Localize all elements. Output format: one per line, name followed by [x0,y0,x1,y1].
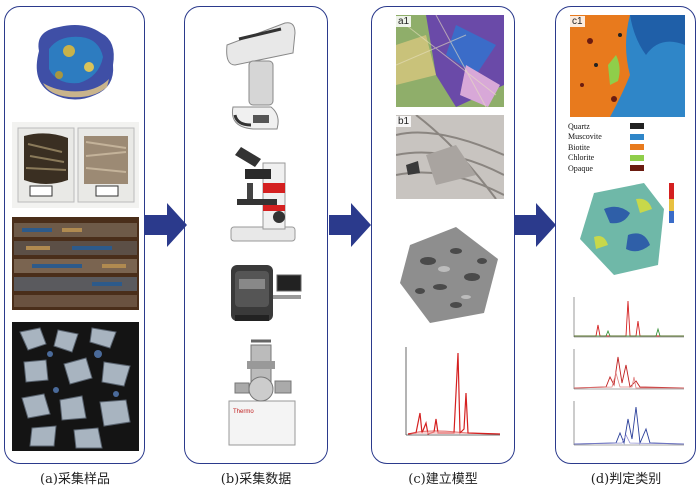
micrograph-b1 [396,115,504,199]
handheld-xrf-analyzer-icon [226,22,296,130]
thin-section-slides-photo [12,122,139,208]
arrow-right-icon [514,203,556,247]
legend-item-chlorite: Chlorite [568,153,644,164]
image-tag-c1: c1 [570,16,585,27]
3d-classified-model [580,183,674,275]
mineral-phase-map-c1 [570,15,685,117]
image-tag-b1: b1 [396,116,412,127]
spectrometer-system-icon: Thermo [228,339,296,446]
caption-classify: (d)判定类别 [590,472,662,487]
svg-text:Thermo: Thermo [233,409,254,415]
legend-swatch [630,144,644,151]
mineral-legend: Quartz Muscovite Biotite Chlorite Opaque [568,121,644,174]
legend-swatch [630,133,644,140]
legend-swatch [630,123,644,130]
spectrum-chart-3 [573,401,685,446]
polarized-micrograph-a1 [396,15,504,107]
3d-mineral-model [400,227,498,323]
panel-classify: c1 Quartz Muscovite Biotite Chlorite Opa… [555,6,696,464]
spectrum-chart-2 [573,349,685,390]
legend-swatch [630,165,644,172]
mineral-rock-photo [36,25,114,100]
panel-build-model: a1 b1 [371,6,515,464]
legend-item-biotite: Biotite [568,142,644,153]
legend-swatch [630,154,644,161]
legend-item-opaque: Opaque [568,163,644,174]
panel-collect-data: Thermo [184,6,328,464]
image-tag-a1: a1 [396,16,412,27]
spectrum-chart-1 [573,297,684,338]
caption-collect-samples: (a)采集样品 [40,472,110,487]
legend-item-muscovite: Muscovite [568,132,644,143]
arrow-right-icon [145,203,187,247]
caption-collect-data: (b)采集数据 [220,472,292,487]
panel-collect-samples [4,6,145,464]
microscope-icon [230,147,296,242]
caption-build-model: (c)建立模型 [408,472,478,487]
scanning-instrument-icon [231,265,302,321]
drill-core-box-photo [12,217,139,310]
arrow-right-icon [329,203,371,247]
legend-item-quartz: Quartz [568,121,644,132]
mineral-grains-photo [12,322,139,451]
edx-spectrum-chart [405,347,501,436]
